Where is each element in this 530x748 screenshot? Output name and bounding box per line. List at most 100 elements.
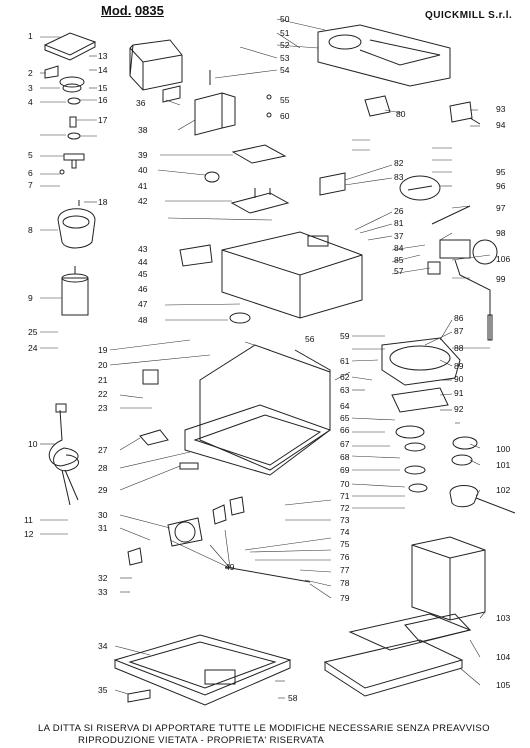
part-pressure-gauge-96 (399, 175, 441, 201)
part-group-head-91 (391, 387, 449, 413)
part-number-label-27: 27 (98, 445, 108, 455)
part-top-frame (221, 231, 363, 319)
footer-disclaimer: LA DITTA SI RISERVA DI APPORTARE TUTTE L… (38, 723, 490, 734)
part-number-label-24: 24 (28, 343, 38, 353)
part-pipe-97 (431, 205, 471, 225)
part-number-label-82: 82 (394, 158, 404, 168)
part-number-label-102: 102 (496, 485, 510, 495)
part-number-label-48: 48 (138, 315, 148, 325)
part-water-tank-upper (129, 39, 183, 91)
part-buttons-82-83 (319, 172, 346, 196)
part-filter-basket-101 (451, 454, 473, 466)
part-number-label-86: 86 (454, 313, 464, 323)
part-nut-bracket (212, 496, 245, 525)
part-screw-small-6 (59, 169, 65, 175)
part-number-label-42: 42 (138, 196, 148, 206)
part-number-label-101: 101 (496, 460, 510, 470)
part-number-label-23: 23 (98, 403, 108, 413)
part-number-label-100: 100 (496, 444, 510, 454)
part-screen-70 (408, 483, 428, 493)
part-knob-106 (472, 239, 498, 265)
part-number-label-79: 79 (340, 593, 350, 603)
part-number-label-57: 57 (394, 266, 404, 276)
part-knob-40 (204, 171, 220, 183)
part-number-labels: 1234567891011121314151617181920212223242… (24, 14, 510, 703)
part-number-label-95: 95 (496, 167, 506, 177)
part-number-label-7: 7 (28, 180, 33, 190)
part-side-panel (294, 349, 331, 430)
part-number-label-45: 45 (138, 269, 148, 279)
part-number-label-34: 34 (98, 641, 108, 651)
part-number-label-61: 61 (340, 356, 350, 366)
part-top-cover-50 (317, 24, 451, 87)
part-bracket-80 (364, 95, 391, 117)
part-number-label-43: 43 (138, 244, 148, 254)
part-number-label-17: 17 (98, 115, 108, 125)
part-number-label-50: 50 (280, 14, 290, 24)
brand-name: QUICKMILL S.r.l. (425, 10, 513, 21)
part-number-label-89: 89 (454, 361, 464, 371)
part-number-label-49: 49 (225, 562, 235, 572)
part-number-label-25: 25 (28, 327, 38, 337)
part-switch-93 (449, 101, 473, 123)
part-spacer (69, 116, 77, 128)
part-number-label-4: 4 (28, 97, 33, 107)
part-portafilter-102 (449, 485, 516, 514)
part-number-label-40: 40 (138, 165, 148, 175)
part-number-label-47: 47 (138, 299, 148, 309)
part-number-label-37: 37 (394, 231, 404, 241)
part-bracket-38 (194, 92, 236, 136)
part-number-label-85: 85 (394, 255, 404, 265)
part-number-label-15: 15 (98, 83, 108, 93)
part-number-label-22: 22 (98, 389, 108, 399)
part-drip-tray-105 (323, 639, 464, 697)
part-pump-housing (57, 208, 96, 249)
part-number-label-67: 67 (340, 439, 350, 449)
part-number-label-88: 88 (454, 343, 464, 353)
part-number-label-1: 1 (28, 31, 33, 41)
part-number-label-70: 70 (340, 479, 350, 489)
part-number-label-65: 65 (340, 413, 350, 423)
part-number-label-9: 9 (28, 293, 33, 303)
part-number-label-104: 104 (496, 652, 510, 662)
part-rotor-body (62, 83, 82, 93)
part-number-label-41: 41 (138, 181, 148, 191)
part-number-label-60: 60 (280, 111, 290, 121)
part-bracket-42 (230, 188, 290, 214)
part-strip-29 (179, 462, 199, 470)
part-number-label-28: 28 (98, 463, 108, 473)
part-number-label-46: 46 (138, 284, 148, 294)
part-number-label-10: 10 (28, 439, 38, 449)
part-number-label-12: 12 (24, 529, 34, 539)
part-number-label-56: 56 (305, 334, 315, 344)
part-number-label-3: 3 (28, 83, 33, 93)
part-number-label-92: 92 (454, 404, 464, 414)
part-gear (63, 153, 85, 169)
model-prefix: Mod. (101, 3, 132, 18)
part-number-label-11: 11 (24, 515, 33, 525)
part-number-label-6: 6 (28, 168, 33, 178)
part-number-label-64: 64 (340, 401, 350, 411)
part-latch-27 (139, 429, 169, 446)
part-number-label-69: 69 (340, 465, 350, 475)
part-wire-76-79 (224, 566, 311, 583)
part-number-label-91: 91 (454, 388, 464, 398)
part-filter-67 (404, 442, 426, 452)
part-number-label-55: 55 (280, 95, 290, 105)
part-number-label-72: 72 (340, 503, 350, 513)
part-number-label-90: 90 (454, 374, 464, 384)
part-number-label-93: 93 (496, 104, 506, 114)
part-number-label-84: 84 (394, 243, 404, 253)
part-number-label-21: 21 (98, 375, 108, 385)
part-number-label-62: 62 (340, 372, 350, 382)
part-label-35 (127, 689, 151, 703)
part-number-label-38: 38 (138, 125, 148, 135)
part-number-label-58: 58 (288, 693, 298, 703)
part-bracket-57 (427, 261, 441, 275)
part-number-label-80: 80 (396, 109, 406, 119)
part-number-label-59: 59 (340, 331, 350, 341)
part-number-label-78: 78 (340, 578, 350, 588)
part-number-label-20: 20 (98, 360, 108, 370)
